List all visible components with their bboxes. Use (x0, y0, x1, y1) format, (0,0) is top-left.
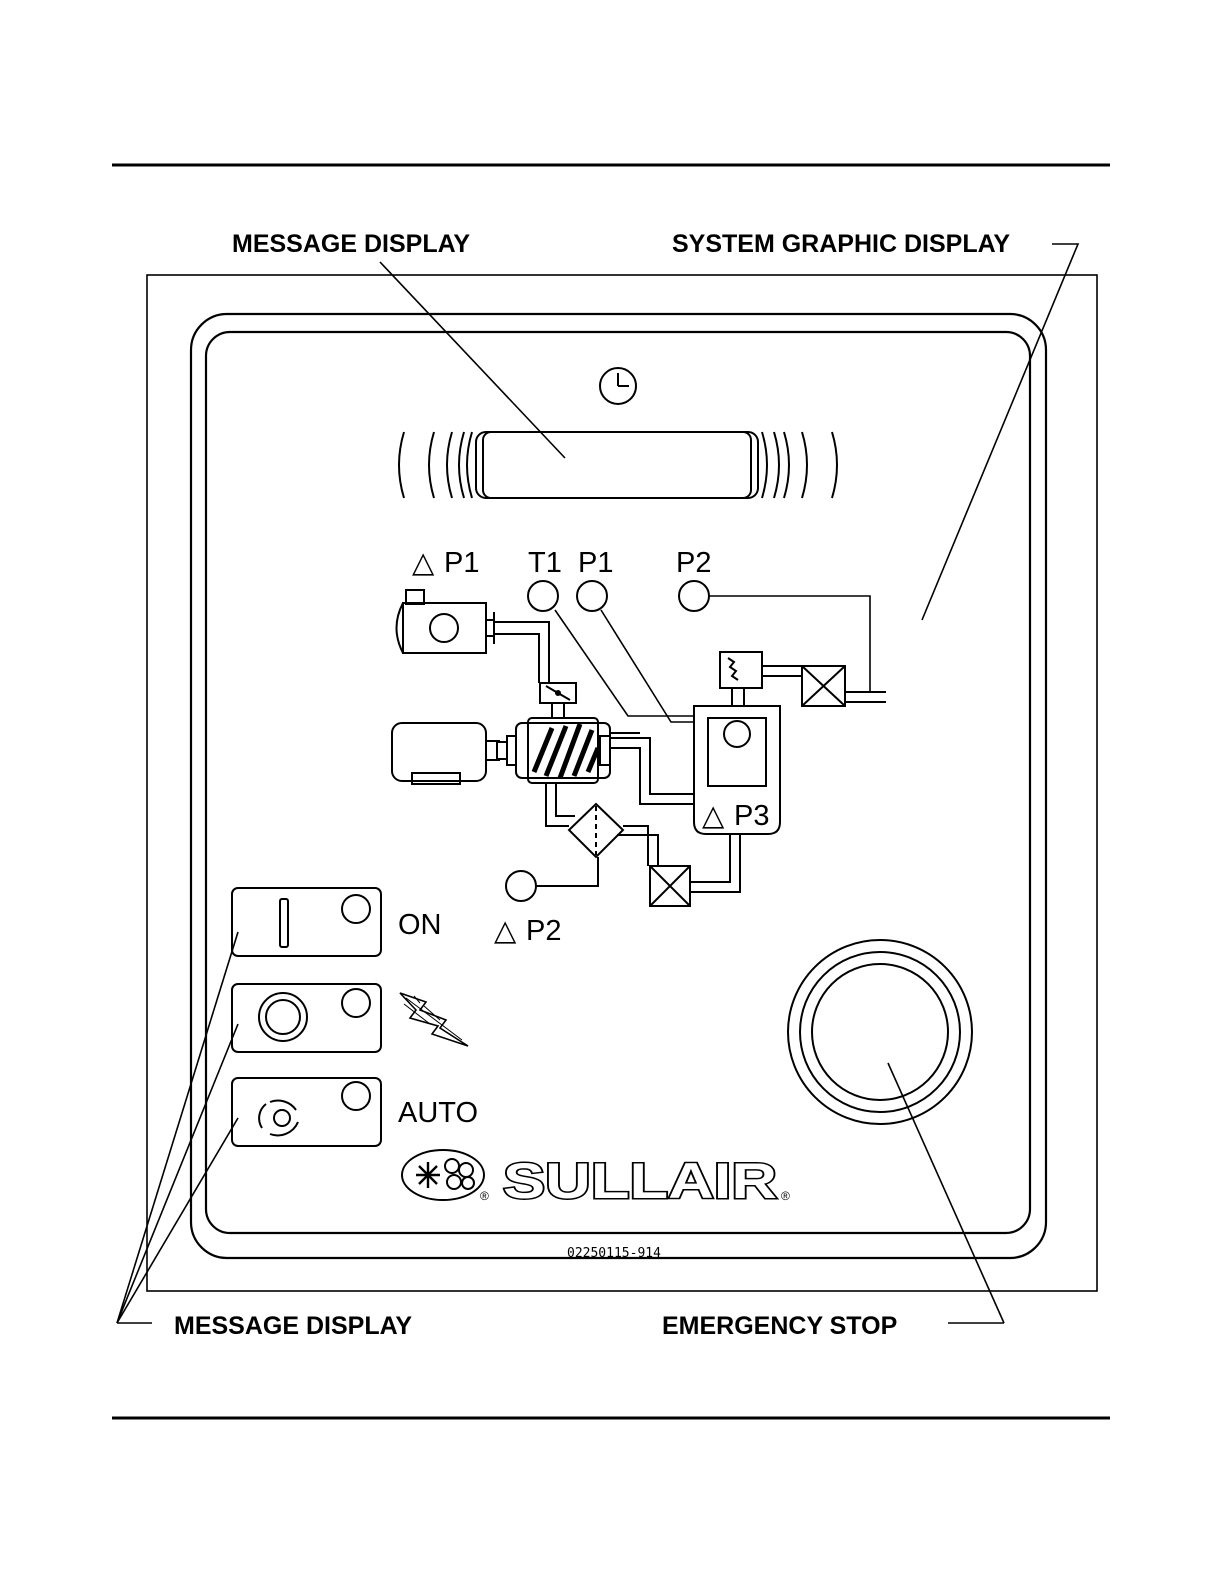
delta-symbol: △ (412, 547, 435, 579)
message-display-label-bottom: MESSAGE DISPLAY (174, 1312, 412, 1340)
sensor-label-t1: T1 (528, 547, 562, 579)
svg-text:P2: P2 (526, 915, 561, 947)
p1-indicator (577, 581, 607, 611)
intake-piping (494, 622, 549, 683)
sullair-logo: ® (402, 1150, 489, 1203)
part-number: 02250115-914 (567, 1246, 661, 1261)
off-button[interactable] (232, 984, 381, 1052)
panel-bezel-inner (206, 332, 1030, 1233)
p2-indicator (679, 581, 709, 611)
sensor-label-dp1: △ P1 (412, 547, 479, 579)
svg-text:P1: P1 (444, 547, 479, 579)
auto-button[interactable] (232, 1078, 381, 1146)
svg-text:P3: P3 (734, 800, 769, 832)
auto-label: AUTO (398, 1097, 478, 1129)
sensing-lines (555, 610, 694, 722)
sensor-label-dp2: △ P2 (494, 915, 561, 947)
system-graphic-display-label: SYSTEM GRAPHIC DISPLAY (672, 230, 1010, 258)
air-filter (397, 590, 495, 653)
brand-registered-mark: ® (781, 1189, 790, 1203)
brand-wordmark: SULLAIR (503, 1153, 777, 1209)
panel-plate (147, 275, 1097, 1291)
delta-symbol: △ (702, 800, 725, 832)
off-indicator-light (342, 989, 370, 1017)
sensor-label-p1: P1 (578, 547, 613, 579)
message-display-label-top: MESSAGE DISPLAY (232, 230, 470, 258)
aftercooler (802, 666, 886, 706)
on-button[interactable] (232, 888, 381, 956)
auto-cycle-icon (259, 1101, 298, 1136)
delta-symbol: △ (494, 915, 517, 947)
motor (392, 723, 516, 784)
on-indicator-light (342, 895, 370, 923)
inlet-valve (540, 683, 576, 718)
lightning-icon (400, 993, 468, 1046)
emergency-stop-label: EMERGENCY STOP (662, 1312, 897, 1340)
on-label: ON (398, 909, 442, 941)
dp2-indicator (506, 871, 536, 901)
emergency-stop-button[interactable] (788, 940, 972, 1124)
minimum-pressure-valve (720, 652, 802, 706)
logo-registered-mark: ® (480, 1189, 489, 1203)
sensor-label-dp3: △ P3 (702, 800, 769, 832)
auto-indicator-light (342, 1082, 370, 1110)
t1-indicator (528, 581, 558, 611)
sensor-label-p2: P2 (676, 547, 711, 579)
compressor-airend (516, 718, 610, 783)
oil-cooler (650, 834, 740, 906)
message-display-window (399, 432, 837, 498)
clock-icon (600, 368, 636, 404)
